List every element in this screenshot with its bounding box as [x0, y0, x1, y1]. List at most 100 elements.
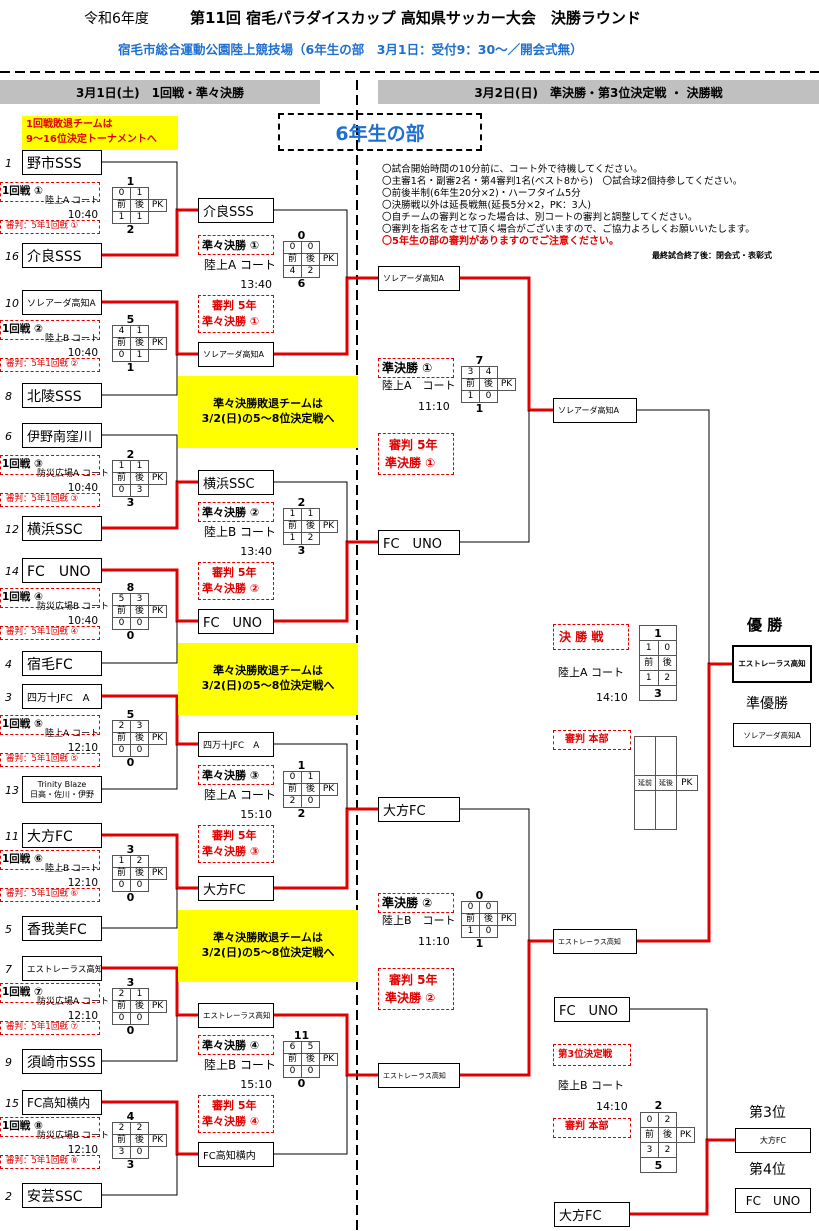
winner-line [102, 300, 198, 356]
team-slot: 四万十JFC A [198, 732, 274, 757]
kickoff-time: 14:10 [596, 1100, 628, 1113]
team-slot: 北陵SSS [22, 383, 102, 408]
seed-number: 12 [5, 523, 19, 536]
kickoff-time: 12:10 [67, 742, 98, 754]
venue-line: 宿毛市総合運動公園陸上競技場（6年生の部 3月1日：受付9：30～／開会式無） [118, 42, 583, 57]
match-label: 1回戦 ⑧ [2, 1120, 43, 1132]
team-slot: 四万十JFC A [22, 684, 102, 709]
kickoff-time: 10:40 [67, 209, 98, 221]
winner-line [102, 1100, 198, 1156]
court: 防災広場B コート [37, 1131, 110, 1141]
court: 陸上A コート [44, 196, 99, 206]
team-slot: ソレアーダ高知A [22, 290, 102, 315]
match-label: 決 勝 戦 [559, 630, 604, 644]
winner-line [274, 807, 378, 890]
team-slot: ソレアーダ高知A [553, 398, 637, 423]
referee: 審判：5年1回戦 ③ [6, 494, 79, 504]
runner-up-label: 準優勝 [746, 696, 788, 712]
match-label: 1回戦 ④ [2, 591, 43, 603]
referee: 審判：5年1回戦 ⑥ [6, 889, 79, 899]
referee: 審判：5年1回戦 ⑤ [6, 754, 79, 764]
kickoff-time: 13:40 [240, 545, 272, 558]
bracket-line [274, 1075, 348, 1155]
champion-team: エストレーラス高知 [732, 645, 812, 683]
winner-line [102, 966, 198, 1017]
winner-line [102, 833, 198, 890]
seed-number: 10 [5, 297, 19, 310]
team-slot: 大方FC [378, 797, 460, 822]
court: 陸上B コート [204, 525, 277, 539]
bracket-line [460, 808, 530, 941]
match-label: 1回戦 ③ [2, 458, 43, 470]
kickoff-time: 10:40 [67, 347, 98, 359]
match-label: 準々決勝 ④ [202, 1039, 260, 1052]
third-team: 大方FC [735, 1128, 811, 1153]
season-label: 令和6年度 [84, 11, 149, 27]
team-slot: 野市SSS [22, 150, 102, 175]
fourth-team: FC UNO [735, 1188, 811, 1213]
referee-slot: 準々決勝 ③ [202, 845, 260, 858]
match-label: 準々決勝 ③ [202, 769, 260, 782]
referee: 審判 5年 [212, 299, 257, 312]
team-slot: FC UNO [378, 530, 460, 555]
referee: 審判：5年1回戦 ① [6, 221, 79, 231]
bracket-line [102, 888, 178, 929]
team-slot: 宿毛FC [22, 651, 102, 676]
referee-slot: 準々決勝 ① [202, 315, 260, 328]
court: 防災広場A コート [37, 469, 110, 479]
team-slot: 介良SSS [22, 243, 102, 268]
seed-number: 3 [5, 691, 12, 704]
referee: 審判 5年 [389, 438, 438, 452]
court: 陸上A コート [204, 258, 277, 272]
referee: 審判 本部 [565, 1121, 609, 1132]
winner-line [630, 1138, 735, 1216]
team-slot: ソレアーダ高知A [378, 266, 460, 291]
kickoff-time: 10:40 [67, 615, 98, 627]
kickoff-time: 10:40 [67, 482, 98, 494]
page-title: 第11回 宿毛パラダイスカップ 高知県サッカー大会 決勝ラウンド [190, 9, 641, 27]
winner-line [274, 276, 378, 356]
court: 陸上A コート [204, 788, 277, 802]
referee: 審判 5年 [389, 973, 438, 987]
division-title: 6年生の部 [278, 113, 482, 151]
bracket-line [460, 410, 530, 543]
kickoff-time: 13:40 [240, 278, 272, 291]
referee: 審判：5年1回戦 ⑦ [6, 1022, 79, 1032]
winner-line [102, 208, 198, 257]
seed-number: 4 [5, 658, 12, 671]
bracket-line [102, 1015, 178, 1062]
team-slot: 横浜SSC [22, 516, 102, 541]
court: 陸上B コート [44, 334, 99, 344]
third-label: 第3位 [749, 1105, 786, 1121]
kickoff-time: 15:10 [240, 808, 272, 821]
court: 陸上B コート [558, 1079, 625, 1092]
match-label: 準決勝 ② [382, 896, 433, 910]
referee: 審判 本部 [565, 734, 609, 745]
seed-number: 16 [5, 250, 19, 263]
winner-line [274, 540, 378, 623]
referee-slot: 準決勝 ② [385, 991, 436, 1005]
kickoff-time: 14:10 [596, 691, 628, 704]
referee: 審判：5年1回戦 ④ [6, 627, 79, 637]
team-slot: 介良SSS [198, 198, 274, 223]
r1-loser-note: 1回戦敗退チームは 9～16位決定トーナメントへ [22, 116, 178, 150]
team-slot: FC高知横内 [22, 1090, 102, 1115]
team-slot: FC高知横内 [198, 1142, 274, 1167]
referee: 審判：5年1回戦 ⑧ [6, 1156, 79, 1166]
